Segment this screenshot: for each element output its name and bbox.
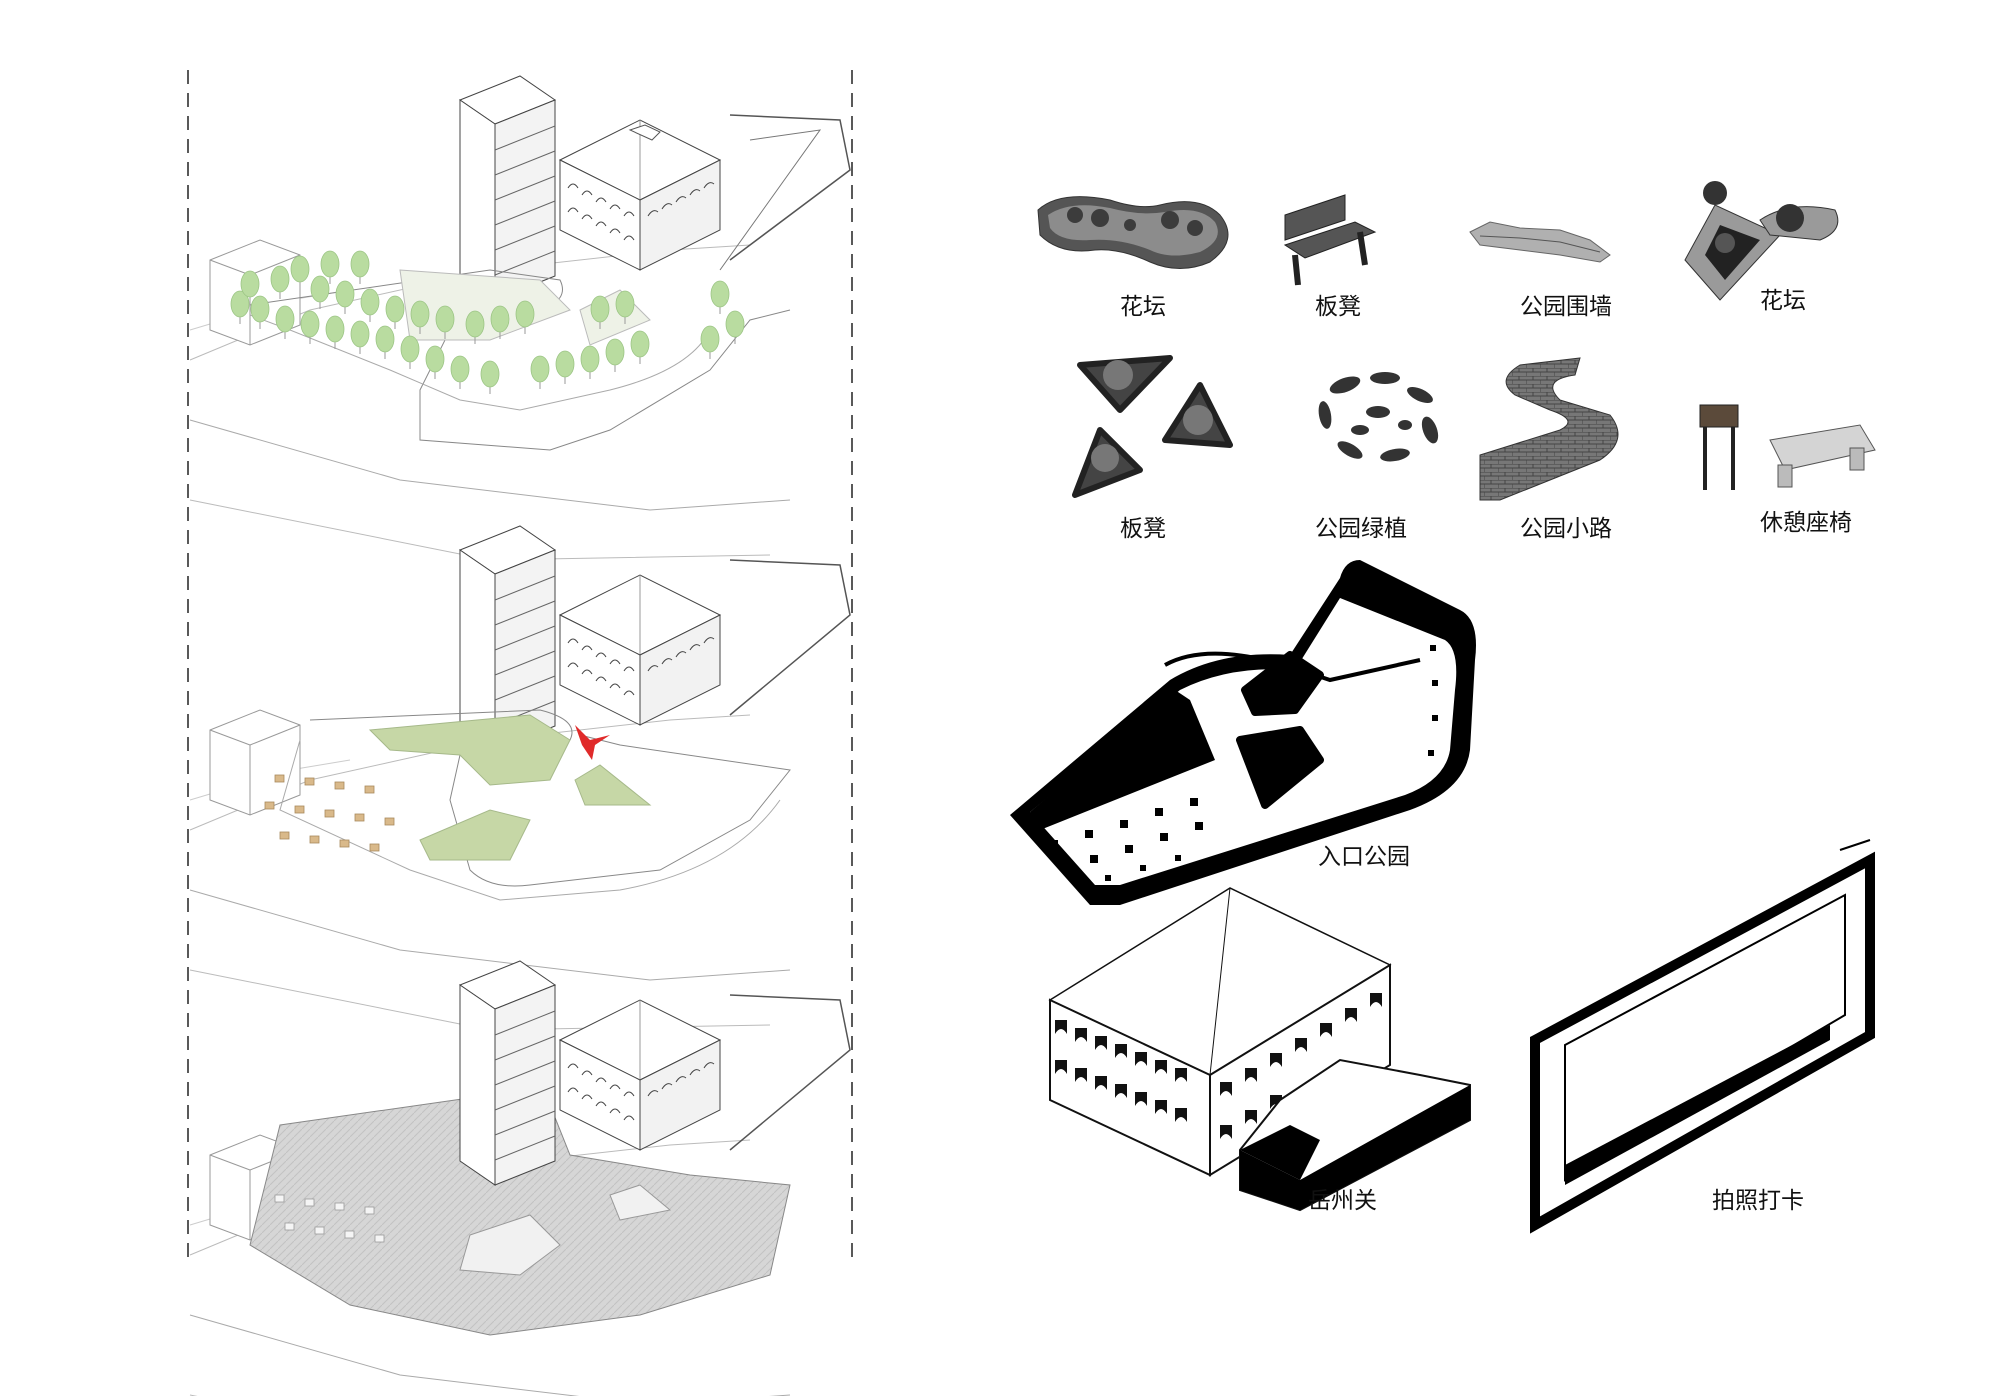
- site-axon-lawn: [189, 525, 851, 1031]
- yuezhou-gate-drawing: [1048, 887, 1471, 1212]
- entrance-park-diagram: [1010, 560, 1476, 905]
- planter-icon: [1684, 181, 1839, 301]
- site-axon-greenery: [189, 75, 851, 561]
- label-park-wall: 公园围墙: [1520, 294, 1612, 320]
- site-axon-paving: [189, 960, 851, 1400]
- label-bench-1: 板凳: [1315, 294, 1361, 320]
- rest-seat-icon: [1699, 404, 1876, 490]
- label-photo-checkin: 拍照打卡: [1712, 1188, 1804, 1214]
- paved-path-icon: [1479, 357, 1619, 501]
- label-entrance-park: 入口公园: [1318, 844, 1410, 870]
- label-flower-bed-2: 花坛: [1760, 288, 1806, 314]
- label-park-greenery: 公园绿植: [1315, 516, 1407, 542]
- stepping-stones-icon: [1318, 372, 1439, 462]
- photo-checkin-frame: [1530, 839, 1875, 1234]
- flower-bed-icon: [1037, 196, 1229, 269]
- park-wall-icon: [1469, 221, 1611, 263]
- triangle-planter-icon: [1072, 355, 1233, 498]
- label-bench-2: 板凳: [1120, 516, 1166, 542]
- label-rest-seat: 休憩座椅: [1760, 510, 1852, 536]
- left-frame: [187, 70, 853, 1265]
- label-flower-bed-1: 花坛: [1120, 294, 1166, 320]
- accent-marker: [575, 725, 610, 760]
- label-yuezhou-gate: 岳州关: [1308, 1188, 1377, 1214]
- bench-icon: [1283, 194, 1377, 286]
- label-park-path: 公园小路: [1520, 516, 1612, 542]
